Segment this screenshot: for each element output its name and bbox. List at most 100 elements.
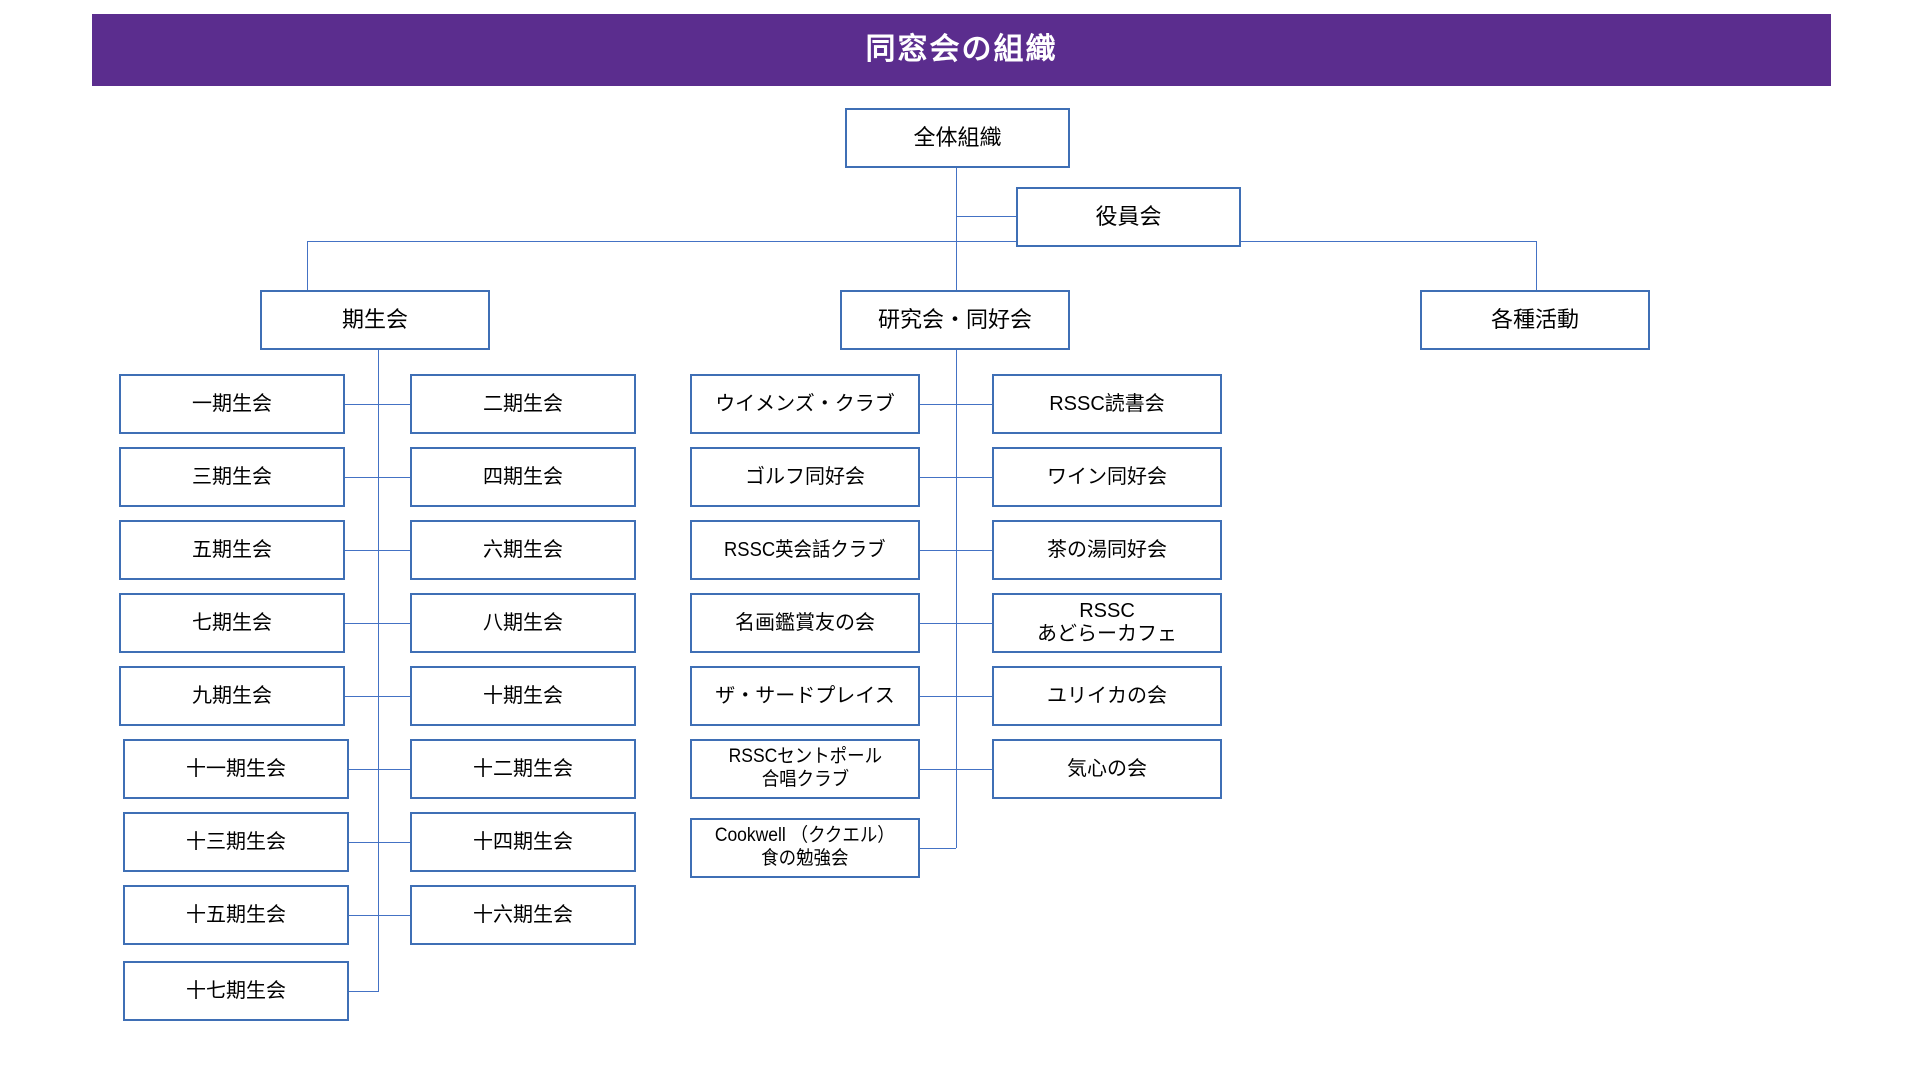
connector-kiseikai-stub-r-5 — [378, 696, 410, 697]
node-kenkyukai-child-13[interactable]: Cookwell （ククエル） 食の勉強会 — [690, 818, 920, 878]
connector-kenkyukai-stub-r-2 — [956, 477, 992, 478]
node-assistant-yakuinkai[interactable]: 役員会 — [1016, 187, 1241, 247]
node-kiseikai-child-4[interactable]: 四期生会 — [410, 447, 636, 507]
connector-kenkyukai-stub-r-5 — [956, 696, 992, 697]
node-label: 名画鑑賞友の会 — [735, 611, 875, 634]
node-kenkyukai-child-8[interactable]: RSSC あどらーカフェ — [992, 593, 1222, 653]
node-label: 十二期生会 — [473, 757, 573, 780]
connector-kiseikai-spine — [378, 350, 379, 992]
node-kiseikai-child-9[interactable]: 九期生会 — [119, 666, 345, 726]
node-label: 五期生会 — [192, 538, 272, 561]
connector-kiseikai-stub-r-6 — [378, 769, 410, 770]
node-kiseikai-child-14[interactable]: 十四期生会 — [410, 812, 636, 872]
node-kiseikai-child-10[interactable]: 十期生会 — [410, 666, 636, 726]
connector-kiseikai-stub-r-1 — [378, 404, 410, 405]
connector-kiseikai-stub-r-8 — [378, 915, 410, 916]
connector-kiseikai-stub-l-5 — [345, 696, 378, 697]
node-branch-kenkyukai-dokokai[interactable]: 研究会・同好会 — [840, 290, 1070, 350]
node-label: 十六期生会 — [473, 903, 573, 926]
node-label: ウイメンズ・クラブ — [715, 392, 895, 415]
node-kiseikai-child-5[interactable]: 五期生会 — [119, 520, 345, 580]
node-kenkyukai-child-4[interactable]: ワイン同好会 — [992, 447, 1222, 507]
connector-level3-drop-left — [307, 241, 308, 290]
connector-assistant-stub — [956, 216, 1016, 217]
node-branch-kakushu-katsudo[interactable]: 各種活動 — [1420, 290, 1650, 350]
node-kiseikai-child-17[interactable]: 十七期生会 — [123, 961, 349, 1021]
connector-kiseikai-stub-l-9 — [345, 991, 378, 992]
connector-kiseikai-stub-l-6 — [345, 769, 378, 770]
node-kenkyukai-child-1[interactable]: ウイメンズ・クラブ — [690, 374, 920, 434]
node-kenkyukai-child-2[interactable]: RSSC読書会 — [992, 374, 1222, 434]
node-label: 一期生会 — [192, 392, 272, 415]
node-root-zentai-soshiki[interactable]: 全体組織 — [845, 108, 1070, 168]
node-kenkyukai-child-6[interactable]: 茶の湯同好会 — [992, 520, 1222, 580]
node-kiseikai-child-13[interactable]: 十三期生会 — [123, 812, 349, 872]
connector-kiseikai-stub-r-4 — [378, 623, 410, 624]
node-label: 役員会 — [1095, 203, 1162, 229]
connector-kenkyukai-stub-l-2 — [920, 477, 956, 478]
node-label: 四期生会 — [483, 465, 563, 488]
node-label: ザ・サードプレイス — [715, 684, 895, 707]
node-label: 六期生会 — [483, 538, 563, 561]
node-label: 各種活動 — [1490, 306, 1579, 332]
node-kenkyukai-child-9[interactable]: ザ・サードプレイス — [690, 666, 920, 726]
connector-kenkyukai-stub-l-5 — [920, 696, 956, 697]
node-label: 九期生会 — [192, 684, 272, 707]
connector-level3-bus — [307, 241, 1537, 242]
connector-level3-drop-mid — [956, 241, 957, 290]
node-label: 茶の湯同好会 — [1047, 538, 1167, 561]
node-label: 十三期生会 — [186, 830, 286, 853]
node-kenkyukai-child-10[interactable]: ユリイカの会 — [992, 666, 1222, 726]
node-branch-kiseikai[interactable]: 期生会 — [260, 290, 490, 350]
node-kenkyukai-child-5[interactable]: RSSC英会話クラブ — [690, 520, 920, 580]
connector-kenkyukai-stub-r-1 — [956, 404, 992, 405]
connector-kenkyukai-stub-r-3 — [956, 550, 992, 551]
node-label: 十四期生会 — [473, 830, 573, 853]
connector-kenkyukai-stub-l-3 — [920, 550, 956, 551]
node-label: 七期生会 — [192, 611, 272, 634]
connector-kiseikai-stub-l-4 — [345, 623, 378, 624]
node-kiseikai-child-6[interactable]: 六期生会 — [410, 520, 636, 580]
node-kenkyukai-child-7[interactable]: 名画鑑賞友の会 — [690, 593, 920, 653]
connector-kiseikai-stub-l-7 — [345, 842, 378, 843]
node-label: RSSC読書会 — [1049, 392, 1165, 415]
node-label: 気心の会 — [1067, 757, 1147, 780]
connector-kenkyukai-spine — [956, 350, 957, 848]
node-kenkyukai-child-12[interactable]: 気心の会 — [992, 739, 1222, 799]
node-kiseikai-child-7[interactable]: 七期生会 — [119, 593, 345, 653]
connector-kiseikai-stub-r-7 — [378, 842, 410, 843]
node-label: 十一期生会 — [186, 757, 286, 780]
connector-kenkyukai-stub-l-1 — [920, 404, 956, 405]
node-kenkyukai-child-3[interactable]: ゴルフ同好会 — [690, 447, 920, 507]
node-kiseikai-child-3[interactable]: 三期生会 — [119, 447, 345, 507]
node-label: 期生会 — [341, 306, 408, 332]
node-label: ユリイカの会 — [1047, 684, 1167, 707]
node-kiseikai-child-1[interactable]: 一期生会 — [119, 374, 345, 434]
connector-kenkyukai-stub-l-4 — [920, 623, 956, 624]
node-label: Cookwell （ククエル） 食の勉強会 — [715, 825, 895, 869]
node-kiseikai-child-8[interactable]: 八期生会 — [410, 593, 636, 653]
node-kenkyukai-child-11[interactable]: RSSCセントポール 合唱クラブ — [690, 739, 920, 799]
node-kiseikai-child-11[interactable]: 十一期生会 — [123, 739, 349, 799]
connector-kiseikai-stub-r-2 — [378, 477, 410, 478]
node-kiseikai-child-16[interactable]: 十六期生会 — [410, 885, 636, 945]
node-label: RSSC英会話クラブ — [724, 538, 886, 561]
node-label: 研究会・同好会 — [877, 306, 1032, 332]
node-label: RSSCセントポール 合唱クラブ — [728, 746, 882, 790]
connector-kenkyukai-stub-r-6 — [956, 769, 992, 770]
node-label: 三期生会 — [192, 465, 272, 488]
connector-level3-drop-right — [1536, 241, 1537, 290]
node-kiseikai-child-12[interactable]: 十二期生会 — [410, 739, 636, 799]
connector-kiseikai-stub-r-3 — [378, 550, 410, 551]
connector-kiseikai-stub-l-2 — [345, 477, 378, 478]
connector-kiseikai-stub-l-1 — [345, 404, 378, 405]
node-kiseikai-child-2[interactable]: 二期生会 — [410, 374, 636, 434]
node-label: ワイン同好会 — [1047, 465, 1167, 488]
node-kiseikai-child-15[interactable]: 十五期生会 — [123, 885, 349, 945]
node-label: 十五期生会 — [186, 903, 286, 926]
page-title: 同窓会の組織 — [865, 33, 1058, 66]
node-label: RSSC あどらーカフェ — [1037, 599, 1177, 645]
node-label: 八期生会 — [483, 611, 563, 634]
node-label: 二期生会 — [483, 392, 563, 415]
